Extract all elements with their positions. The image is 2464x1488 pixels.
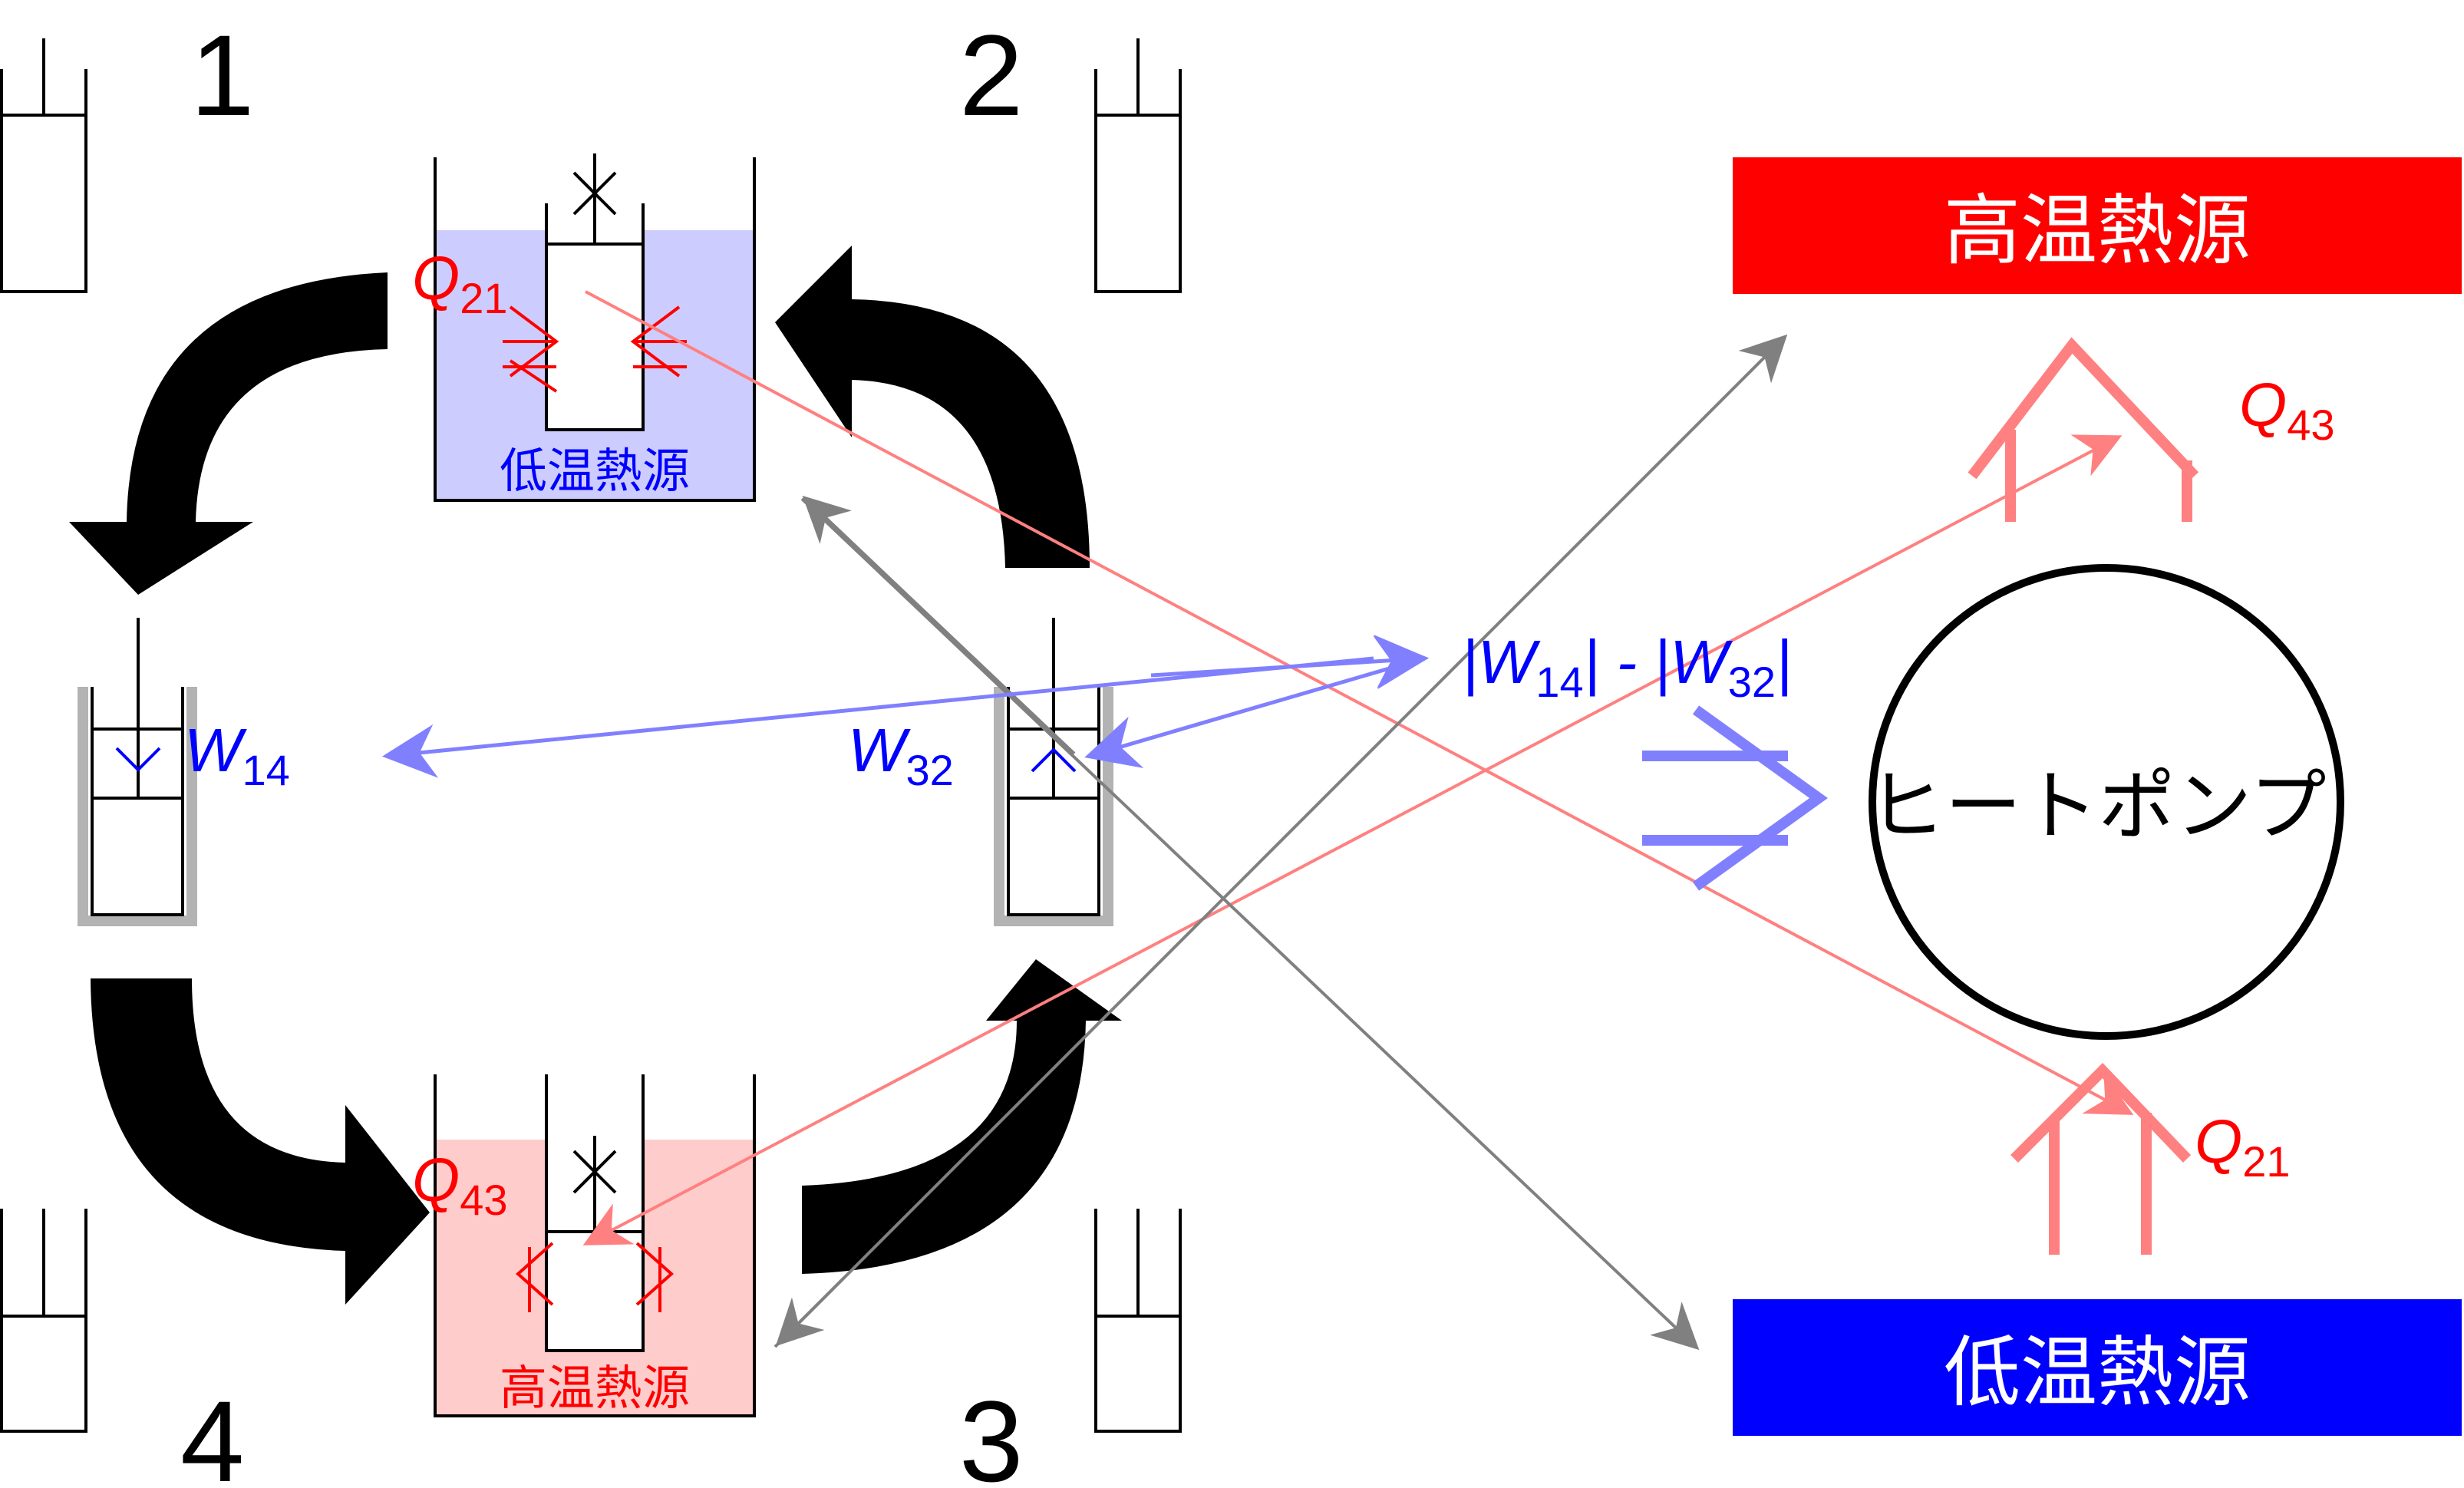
cycle-arrow-2-to-1 xyxy=(775,246,1090,568)
heat-out-arrow-q43 xyxy=(1968,337,2199,522)
cold-reservoir-label: 低温熱源 xyxy=(1944,1330,2251,1416)
cylinder-state-1 xyxy=(0,38,87,293)
heat-pump-circle xyxy=(1869,564,2344,1040)
piston-lock-icon-bottom xyxy=(572,1150,617,1194)
label-q43-right: Q43 xyxy=(2239,371,2335,449)
cold-reservoir-box xyxy=(1733,1299,2462,1436)
cylinder-right-w32 xyxy=(994,618,1113,926)
cylinder-state-2 xyxy=(1094,38,1182,293)
heat-in-marks xyxy=(503,305,687,393)
arrow-gray-bath-to-cold xyxy=(800,497,1700,1351)
label-q21: Q21 xyxy=(412,244,508,322)
arrow-q21-to-pump xyxy=(585,290,2134,1115)
cylinder-state-4 xyxy=(0,1209,87,1433)
label-w14: W14 xyxy=(184,716,290,794)
cycle-arrow-4-to-3 xyxy=(91,978,430,1305)
heat-out-marks xyxy=(515,1242,675,1312)
cycle-arrow-1-to-4 xyxy=(69,272,388,595)
step-number-3: 3 xyxy=(959,1377,1023,1484)
piston-lock-icon xyxy=(572,171,617,216)
hot-reservoir-inner-label: 高温熱源 xyxy=(500,1362,690,1415)
label-q43: Q43 xyxy=(412,1146,508,1224)
step-number-1: 1 xyxy=(190,11,254,140)
chevron-up-icon xyxy=(1031,747,1077,773)
label-q21-right: Q21 xyxy=(2195,1107,2291,1186)
arrow-gray-hot-to-bath xyxy=(775,1276,846,1347)
chevron-down-icon xyxy=(115,747,161,772)
arrow-blue-w32 xyxy=(1084,656,1424,768)
heat-in-arrow-q21 xyxy=(2010,1062,2192,1255)
arrow-blue-w14 xyxy=(382,656,1374,778)
cylinder-left-w14 xyxy=(78,618,197,926)
label-w32: W32 xyxy=(848,716,954,794)
cycle-arrow-3-to-2 xyxy=(802,959,1122,1274)
hot-reservoir-label: 高温熱源 xyxy=(1944,188,2251,274)
step-number-4: 4 xyxy=(180,1377,244,1484)
cylinder-state-3 xyxy=(1094,1209,1182,1433)
work-input-arrow xyxy=(1642,705,1828,891)
hot-reservoir-box xyxy=(1733,157,2462,294)
arrow-q43-from-pump xyxy=(582,436,2119,1245)
cold-reservoir-bath: 低温熱源 xyxy=(434,153,756,502)
arrow-gray-bath-to-hot xyxy=(774,334,1788,1348)
hot-reservoir-bath: 高温熱源 xyxy=(434,1074,756,1417)
label-net-work: |W14| - |W32| xyxy=(1462,628,1792,706)
arrow-blue-to-net-2 xyxy=(1150,634,1429,688)
cold-reservoir-inner-label: 低温熱源 xyxy=(500,445,690,498)
step-number-2: 2 xyxy=(959,11,1023,140)
arrow-gray-cold-to-bath xyxy=(802,495,1076,755)
heat-pump-label: ヒートポンプ xyxy=(1869,764,2327,850)
